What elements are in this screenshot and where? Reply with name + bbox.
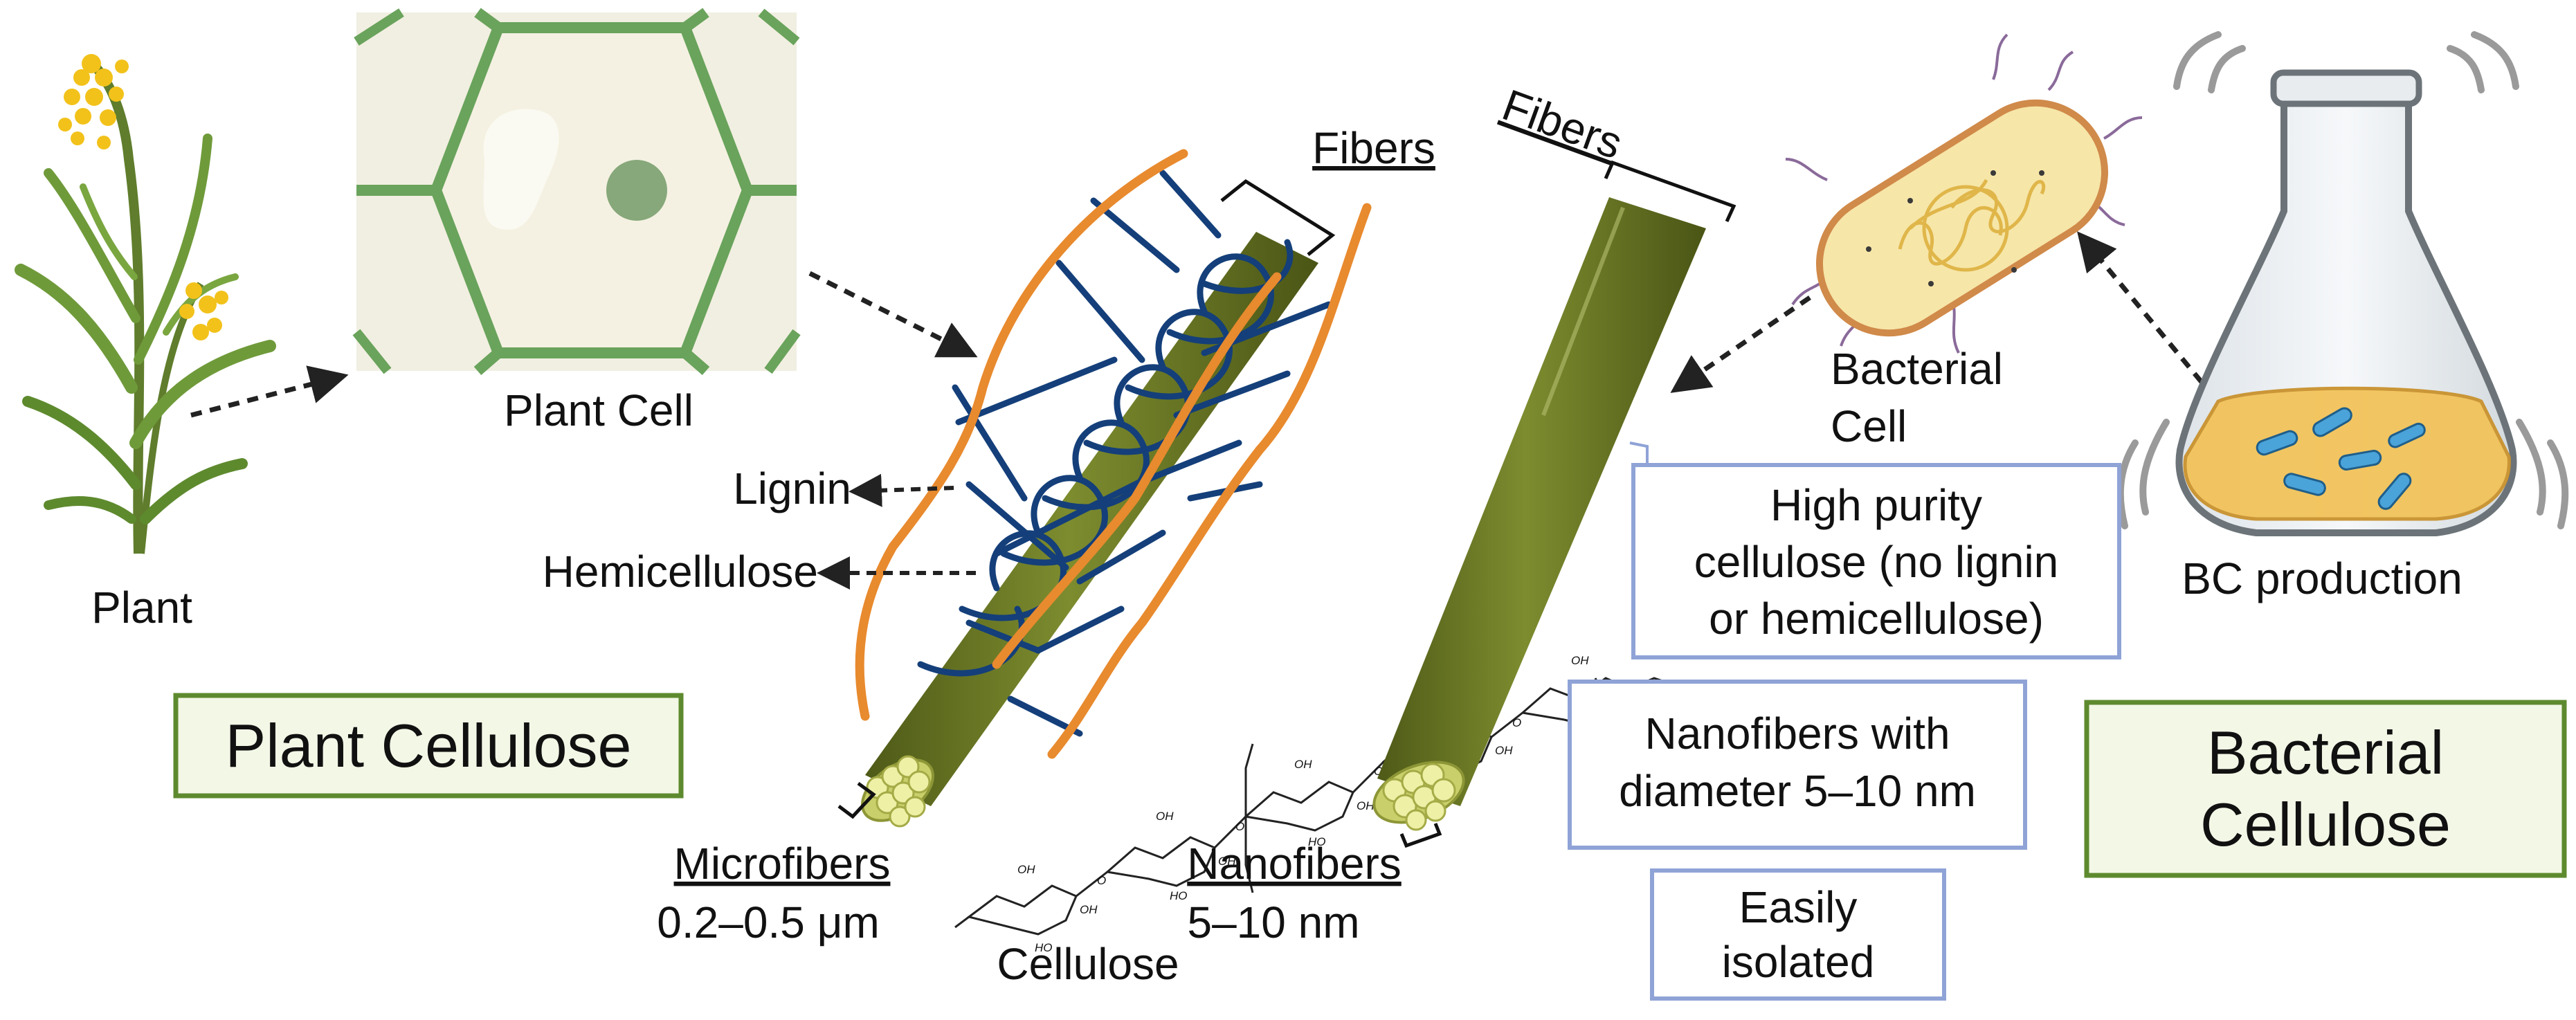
cellulose-structure (954, 677, 1676, 936)
arrow-bacterium-to-fiber (1670, 295, 1811, 393)
svg-text:HO: HO (1308, 835, 1326, 848)
property-isolation-line2: isolated (1722, 937, 1875, 987)
property-box-purity: High purity cellulose (no lignin or hemi… (1631, 463, 2121, 659)
svg-text:OH: OH (1017, 863, 1035, 876)
svg-text:OH: OH (1294, 758, 1312, 771)
microfibers-bracket (837, 781, 876, 819)
svg-text:OH: OH (1156, 810, 1174, 823)
bacterium-illustration (1785, 33, 2143, 354)
fibers-label-bacterial: Fibers (1496, 80, 1629, 168)
property-connector (1629, 441, 1649, 465)
property-isolation-line1: Easily (1739, 882, 1858, 932)
nanofibers-label: Nanofibers (1187, 839, 1402, 889)
microfibers-size: 0.2–0.5 μm (657, 898, 880, 947)
hemicellulose-label: Hemicellulose (543, 547, 818, 596)
fibers-bracket-plant (1220, 179, 1336, 256)
bacterial-cellulose-title-box: Bacterial Cellulose (2084, 700, 2567, 878)
plant-cellulose-title-box: Plant Cellulose (173, 693, 684, 799)
nanofibers-size: 5–10 nm (1187, 898, 1359, 947)
svg-text:OH: OH (1080, 903, 1098, 916)
svg-text:HO: HO (1170, 889, 1188, 902)
property-box-isolation: Easily isolated (1650, 868, 1946, 1001)
nucleus (606, 160, 667, 221)
flask-bacteria (2256, 407, 2426, 510)
svg-text:HO: HO (1035, 941, 1053, 954)
arrow-plant-to-cell (190, 365, 349, 418)
plant-cell-label: Plant Cell (504, 385, 693, 435)
bc-production-label: BC production (2182, 554, 2462, 603)
fibers-label-plant: Fibers (1312, 123, 1435, 173)
property-purity-line1: High purity (1770, 480, 1982, 530)
bacterial-cell-label-line2: Cell (1831, 401, 1907, 451)
svg-text:O: O (1235, 820, 1244, 833)
svg-text:OH: OH (1218, 855, 1236, 868)
svg-text:OH: OH (1357, 799, 1375, 812)
svg-text:O: O (1097, 874, 1106, 887)
property-purity-line2: cellulose (no lignin (1694, 537, 2059, 587)
vacuole (483, 109, 559, 230)
svg-text:OH: OH (1495, 744, 1513, 757)
property-box-diameter: Nanofibers with diameter 5–10 nm (1568, 680, 2027, 850)
arrow-cell-to-fibers (808, 271, 978, 358)
bacterial-cellulose-title-line1: Bacterial (2207, 718, 2444, 787)
svg-text:OH: OH (1571, 654, 1589, 667)
flask-illustration (2116, 31, 2569, 536)
lignin-strands (855, 149, 1372, 759)
bacterial-cellulose-title-line2: Cellulose (2200, 790, 2451, 859)
bacterial-nanofiber (1372, 197, 1706, 831)
bacterial-dna (1898, 179, 2046, 272)
microfibers-label: Microfibers (674, 839, 891, 889)
property-diameter-line1: Nanofibers with (1644, 709, 1950, 758)
svg-text:O: O (1512, 716, 1521, 729)
nanofibers-bracket (1399, 823, 1442, 848)
property-purity-line3: or hemicellulose) (1709, 594, 2044, 644)
fibers-bracket-bacterial (1604, 160, 1736, 223)
plant-cellulose-title: Plant Cellulose (226, 711, 632, 780)
plant-flowers (58, 54, 228, 340)
plant-illustration (15, 54, 276, 554)
plant-cell-illustration (352, 8, 801, 376)
property-diameter-line2: diameter 5–10 nm (1619, 766, 1976, 816)
bacterial-cell-label-line1: Bacterial (1831, 344, 2003, 394)
cell-wall-center (430, 22, 754, 358)
plant-label: Plant (91, 583, 192, 632)
hemicellulose-strands (917, 170, 1332, 737)
plant-fiber-bundle (855, 149, 1372, 828)
cellulose-label: Cellulose (997, 939, 1179, 989)
lignin-label: Lignin (733, 464, 851, 513)
